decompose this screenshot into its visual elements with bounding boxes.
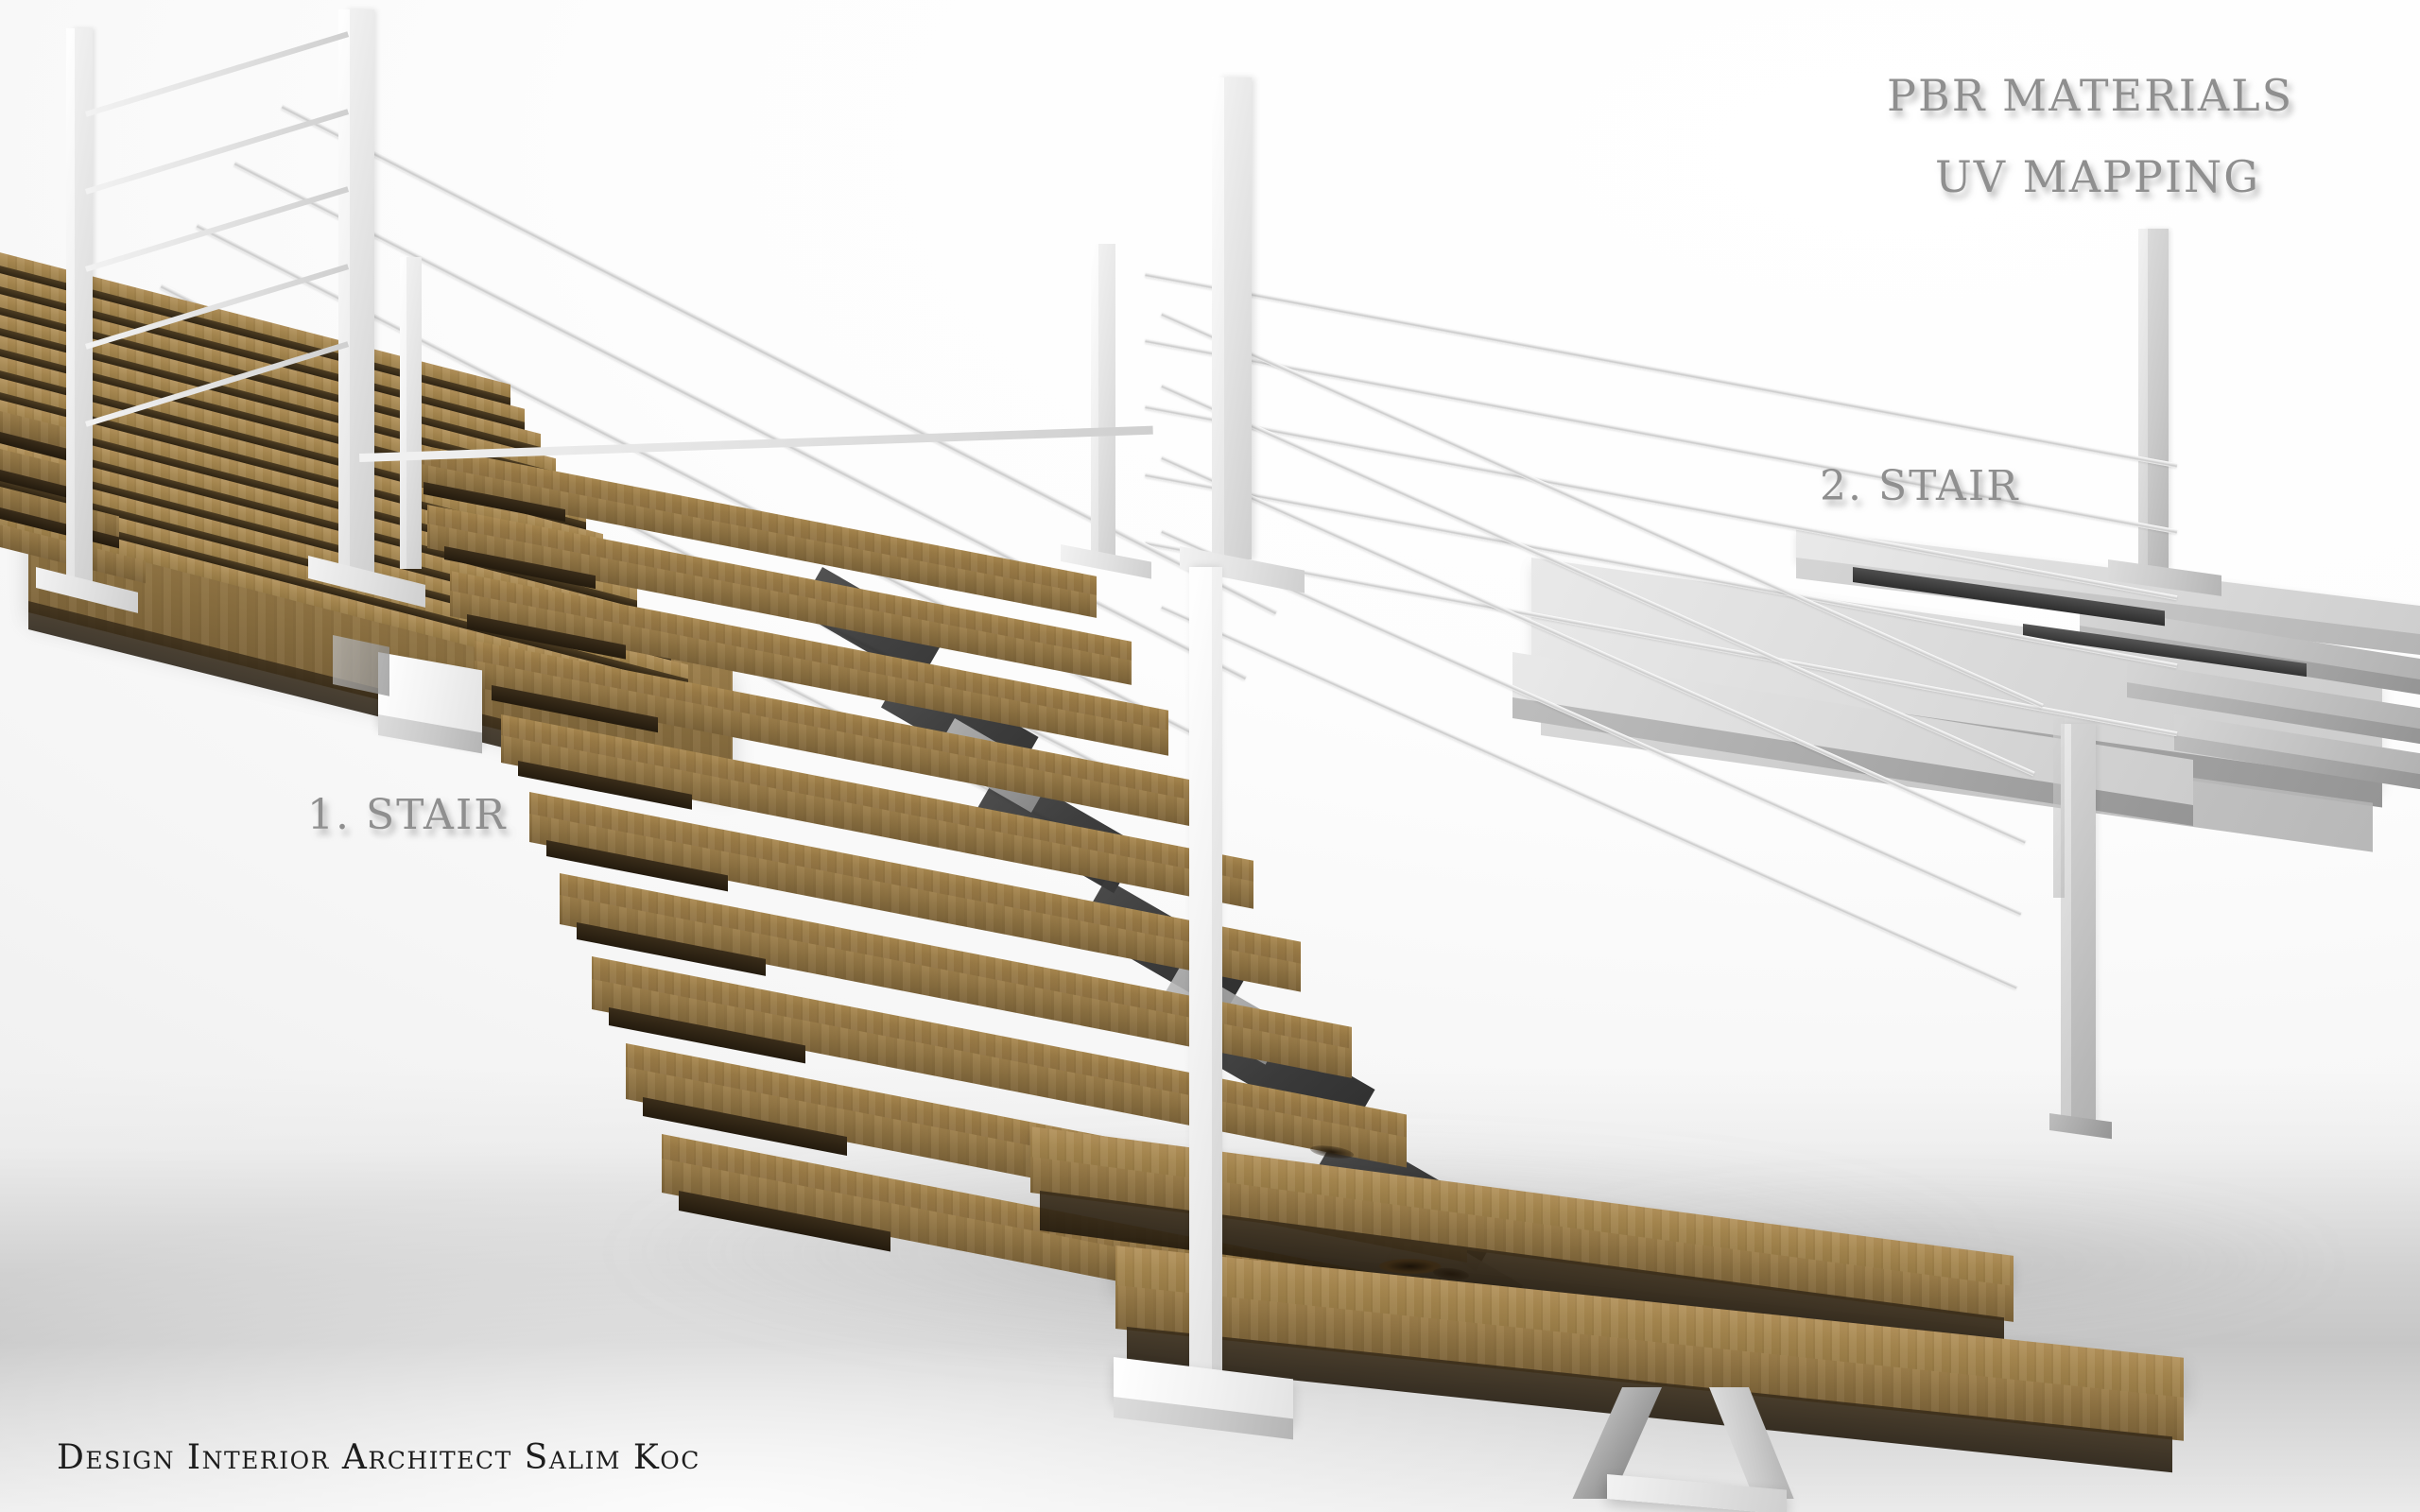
credit-text: Design Interior Architect Salim Koc xyxy=(57,1438,700,1477)
railing-post-highlight xyxy=(338,9,350,576)
annotation-uv-mapping: UV MAPPING xyxy=(1935,151,2260,202)
stair-two-post-upper-highlight xyxy=(2138,229,2148,569)
railing-post-short xyxy=(1097,244,1115,556)
railing-post-main xyxy=(1219,77,1252,559)
railing-post-short-highlight xyxy=(400,257,406,569)
annotation-pbr-materials: PBR MATERIALS xyxy=(1887,70,2294,121)
railing-post-short xyxy=(405,257,422,569)
stair-two-support-leg-highlight xyxy=(2061,724,2071,1121)
railing-post-main-highlight xyxy=(1212,77,1224,559)
stair-two-post-upper xyxy=(2144,229,2169,569)
railing-post-short-highlight xyxy=(1091,244,1098,556)
railing-post xyxy=(72,28,93,586)
railing-post xyxy=(346,9,374,576)
stair-two-support-leg-far xyxy=(2053,718,2065,898)
annotation-stair-two: 2. STAIR xyxy=(1820,462,2020,510)
railing-post-mid-shade xyxy=(1212,567,1222,1380)
railing-post-highlight xyxy=(66,28,75,586)
annotation-stair-one: 1. STAIR xyxy=(307,791,508,839)
